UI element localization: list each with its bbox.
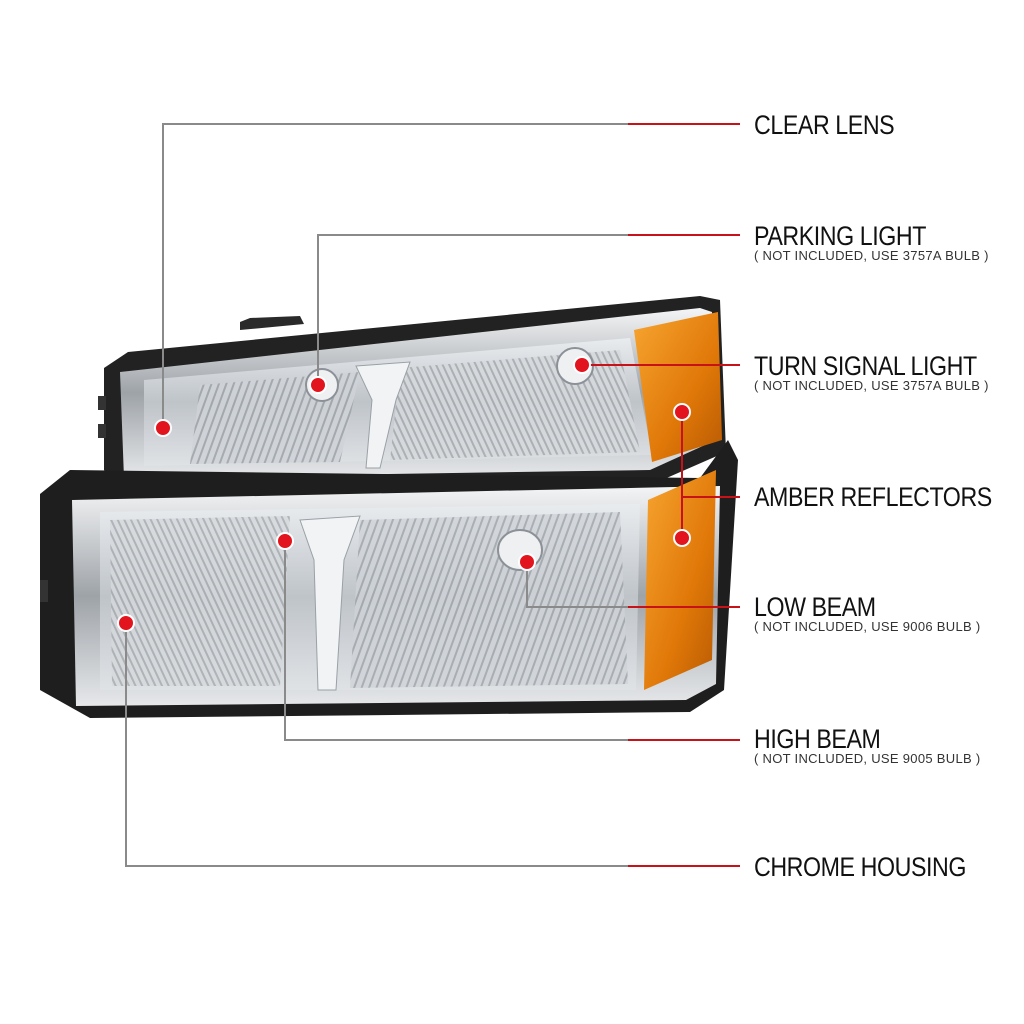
callout-note: ( NOT INCLUDED, USE 3757A BULB ) <box>754 378 989 393</box>
callout-title: AMBER REFLECTORS <box>754 482 992 512</box>
callout-note: ( NOT INCLUDED, USE 9006 BULB ) <box>754 619 981 634</box>
leader-high-beam-gray <box>284 541 628 741</box>
callout-title: PARKING LIGHT <box>754 221 927 251</box>
marker-high-beam <box>276 532 294 550</box>
callout-note: ( NOT INCLUDED, USE 9005 BULB ) <box>754 751 981 766</box>
callout-clear-lens: CLEAR LENS <box>754 110 917 140</box>
marker-amber-lower <box>673 529 691 547</box>
housing-clip <box>98 396 106 410</box>
callout-high-beam: HIGH BEAM ( NOT INCLUDED, USE 9005 BULB … <box>754 724 981 766</box>
leader-chrome-housing-gray <box>125 623 628 867</box>
upper-amber-reflector <box>634 312 722 462</box>
lower-headlamp <box>40 440 738 718</box>
callout-low-beam: LOW BEAM ( NOT INCLUDED, USE 9006 BULB ) <box>754 592 981 634</box>
callout-title: TURN SIGNAL LIGHT <box>754 351 977 381</box>
callout-amber-reflectors: AMBER REFLECTORS <box>754 482 1024 512</box>
lower-amber-reflector <box>644 470 716 690</box>
leader-clear-lens-gray <box>162 123 628 428</box>
upper-reflector-right <box>390 350 640 460</box>
lower-center-divider <box>299 515 361 691</box>
marker-turn-signal <box>573 356 591 374</box>
marker-low-beam <box>518 553 536 571</box>
marker-parking-light <box>309 376 327 394</box>
housing-clip <box>40 580 48 602</box>
leader-parking-light-gray <box>317 234 628 385</box>
high-beam-reflector <box>110 516 290 686</box>
marker-amber-upper <box>673 403 691 421</box>
mount-tab <box>240 316 304 330</box>
marker-clear-lens <box>154 419 172 437</box>
callout-title: LOW BEAM <box>754 592 876 622</box>
callout-parking-light: PARKING LIGHT ( NOT INCLUDED, USE 3757A … <box>754 221 989 263</box>
low-beam-reflector <box>350 512 628 688</box>
upper-center-divider <box>355 361 411 469</box>
marker-dots <box>117 356 691 632</box>
leader-lines <box>125 123 740 867</box>
marker-chrome-housing <box>117 614 135 632</box>
callout-note: ( NOT INCLUDED, USE 3757A BULB ) <box>754 248 989 263</box>
callout-title: CHROME HOUSING <box>754 852 967 882</box>
leader-low-beam-gray <box>526 562 628 608</box>
callout-turn-signal-light: TURN SIGNAL LIGHT ( NOT INCLUDED, USE 37… <box>754 351 1013 393</box>
upper-parking-lamp <box>98 296 726 488</box>
callout-chrome-housing: CHROME HOUSING <box>754 852 1001 882</box>
housing-clip <box>98 424 106 438</box>
callout-title: HIGH BEAM <box>754 724 881 754</box>
callout-title: CLEAR LENS <box>754 110 895 140</box>
